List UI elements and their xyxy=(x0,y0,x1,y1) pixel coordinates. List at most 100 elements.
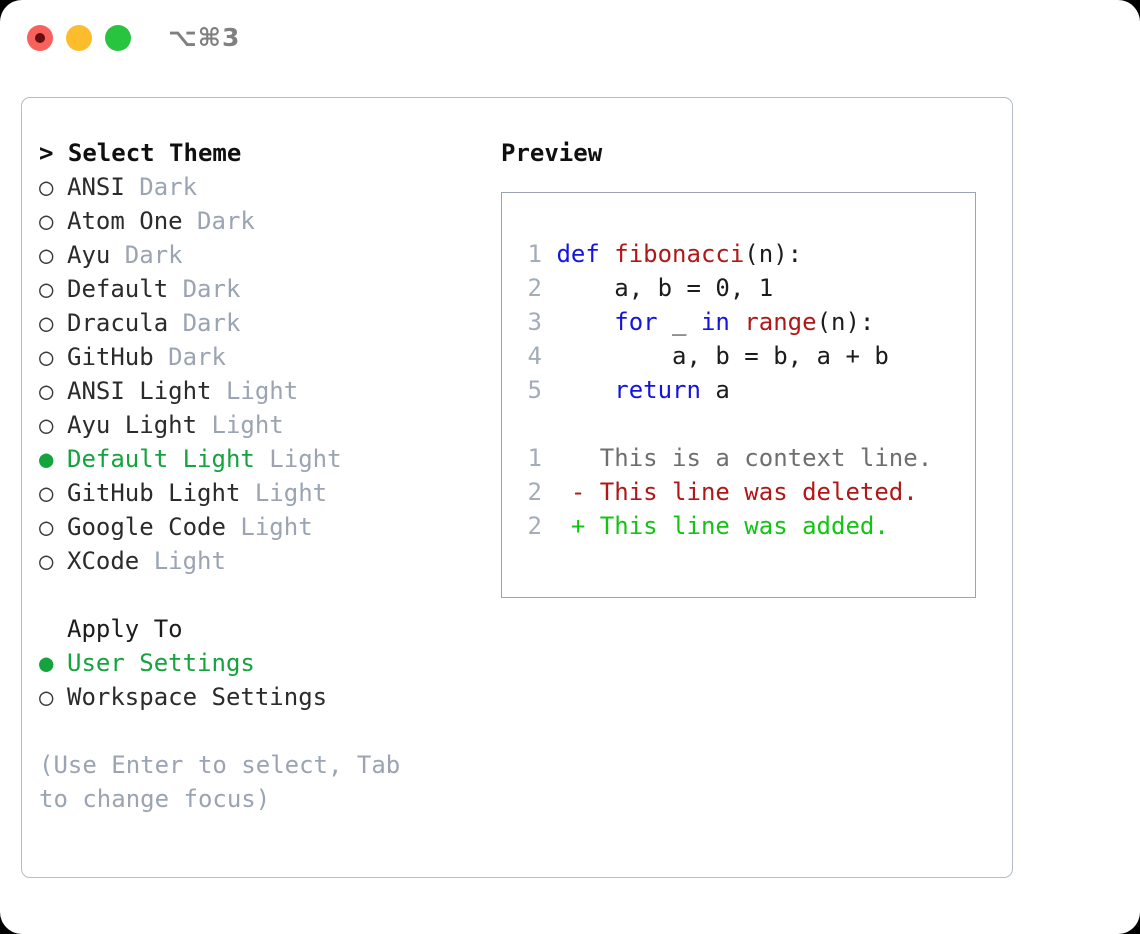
theme-list-item[interactable]: ○ ANSI Dark xyxy=(39,170,489,204)
keyboard-hint: (Use Enter to select, Tab to change focu… xyxy=(39,751,401,813)
line-number: 5 xyxy=(527,376,542,404)
apply-to-item[interactable]: ○ Workspace Settings xyxy=(39,680,489,714)
radio-unselected-icon: ○ xyxy=(39,275,54,303)
code-token: in xyxy=(700,308,730,336)
code-token xyxy=(556,308,614,336)
code-token: a xyxy=(700,376,730,404)
theme-name: Dracula xyxy=(67,309,169,337)
line-number: 2 xyxy=(527,478,542,506)
code-line: 1 def fibonacci(n): xyxy=(514,237,975,271)
code-line: 2 a, b = 0, 1 xyxy=(514,271,975,305)
code-token: fibonacci xyxy=(614,240,745,268)
code-token: range xyxy=(744,308,817,336)
theme-variant-badge: Light xyxy=(197,411,284,439)
code-token: for xyxy=(614,308,658,336)
preview-column: Preview 1 def fibonacci(n):2 a, b = 0, 1… xyxy=(501,136,1001,598)
line-number: 4 xyxy=(527,342,542,370)
code-token xyxy=(730,308,744,336)
radio-unselected-icon: ○ xyxy=(39,173,54,201)
code-token: a, b = b, a + b xyxy=(556,342,889,370)
line-number: 1 xyxy=(527,444,542,472)
code-line: 5 return a xyxy=(514,373,975,407)
code-token: def xyxy=(556,240,615,268)
code-spacer xyxy=(514,407,975,441)
theme-name: Ayu xyxy=(67,241,111,269)
theme-variant-badge: Dark xyxy=(110,241,183,269)
radio-unselected-icon: ○ xyxy=(39,547,54,575)
theme-variant-badge: Dark xyxy=(168,309,241,337)
radio-unselected-icon: ○ xyxy=(39,241,54,269)
code-line: 4 a, b = b, a + b xyxy=(514,339,975,373)
diff-line: 2 + This line was added. xyxy=(514,509,975,543)
code-token: _ xyxy=(657,308,701,336)
diff-line: 2 - This line was deleted. xyxy=(514,475,975,509)
theme-list-column: > Select Theme ○ANSI Dark○Atom One Dark○… xyxy=(39,136,489,816)
theme-name: GitHub Light xyxy=(67,479,241,507)
theme-variant-badge: Light xyxy=(254,445,342,473)
diff-line: 1 This is a context line. xyxy=(514,441,975,475)
radio-unselected-icon: ○ xyxy=(39,377,54,405)
radio-unselected-icon: ○ xyxy=(39,479,54,507)
theme-list-item[interactable]: ○ Dracula Dark xyxy=(39,306,489,340)
radio-unselected-icon: ○ xyxy=(39,513,54,541)
theme-list-header: > Select Theme xyxy=(39,139,242,167)
line-number: 2 xyxy=(527,274,542,302)
theme-name: Default Light xyxy=(67,445,255,473)
theme-list-item[interactable]: ○ Atom One Dark xyxy=(39,204,489,238)
apply-to-label: Workspace Settings xyxy=(67,683,328,711)
theme-list-item[interactable]: ○GitHub Dark xyxy=(39,340,489,374)
code-token xyxy=(556,376,614,404)
theme-list-item[interactable]: ○ Ayu Dark xyxy=(39,238,489,272)
diff-sample: 1 This is a context line.2 - This line w… xyxy=(514,441,975,543)
diff-text: - This line was deleted. xyxy=(570,478,918,506)
apply-to-title: Apply To xyxy=(67,615,183,643)
theme-name: Google Code xyxy=(67,513,226,541)
radio-unselected-icon: ○ xyxy=(39,309,54,337)
apply-to-item[interactable]: ● User Settings xyxy=(39,646,489,680)
preview-title: Preview xyxy=(501,139,603,167)
theme-variant-badge: Dark xyxy=(168,275,241,303)
radio-unselected-icon: ○ xyxy=(39,683,54,711)
theme-list-item[interactable]: ● Default Light Light xyxy=(39,442,489,476)
radio-unselected-icon: ○ xyxy=(39,411,54,439)
theme-name: Ayu Light xyxy=(67,411,198,439)
radio-selected-icon: ● xyxy=(39,445,54,473)
theme-variant-badge: Light xyxy=(139,547,226,575)
code-line: 3 for _ in range(n): xyxy=(514,305,975,339)
minimize-button[interactable] xyxy=(66,25,92,51)
radio-unselected-icon: ○ xyxy=(39,207,54,235)
theme-list[interactable]: ○ANSI Dark○Atom One Dark○Ayu Dark○Defaul… xyxy=(39,170,489,578)
code-token: a, b = 0, 1 xyxy=(556,274,774,302)
theme-variant-badge: Dark xyxy=(182,207,255,235)
apply-to-list[interactable]: ● User Settings ○ Workspace Settings xyxy=(39,646,489,714)
theme-name: ANSI Light xyxy=(67,377,212,405)
title-bar: ⌥⌘3 xyxy=(0,0,1140,78)
theme-list-item[interactable]: ○ Google Code Light xyxy=(39,510,489,544)
theme-name: GitHub xyxy=(67,343,154,371)
theme-list-item[interactable]: ○ Ayu Light Light xyxy=(39,408,489,442)
maximize-button[interactable] xyxy=(105,25,131,51)
close-button[interactable] xyxy=(27,25,53,51)
theme-list-item[interactable]: ○ GitHub Light Light xyxy=(39,476,489,510)
theme-list-item[interactable]: ○ANSI Light Light xyxy=(39,374,489,408)
theme-name: XCode xyxy=(67,547,140,575)
diff-text: + This line was added. xyxy=(570,512,889,540)
apply-to-label: User Settings xyxy=(67,649,255,677)
theme-name: ANSI xyxy=(67,173,125,201)
code-token: (n): xyxy=(744,240,803,268)
theme-variant-badge: Dark xyxy=(124,173,198,201)
radio-selected-icon: ● xyxy=(39,649,54,677)
window-controls xyxy=(27,25,131,51)
line-number: 3 xyxy=(527,308,542,336)
code-token: return xyxy=(614,376,701,404)
theme-variant-badge: Light xyxy=(225,513,313,541)
theme-list-item[interactable]: ○ XCode Light xyxy=(39,544,489,578)
theme-list-item[interactable]: ○Default Dark xyxy=(39,272,489,306)
theme-name: Atom One xyxy=(67,207,183,235)
theme-variant-badge: Light xyxy=(240,479,328,507)
radio-unselected-icon: ○ xyxy=(39,343,54,371)
theme-picker-panel: > Select Theme ○ANSI Dark○Atom One Dark○… xyxy=(21,97,1013,878)
